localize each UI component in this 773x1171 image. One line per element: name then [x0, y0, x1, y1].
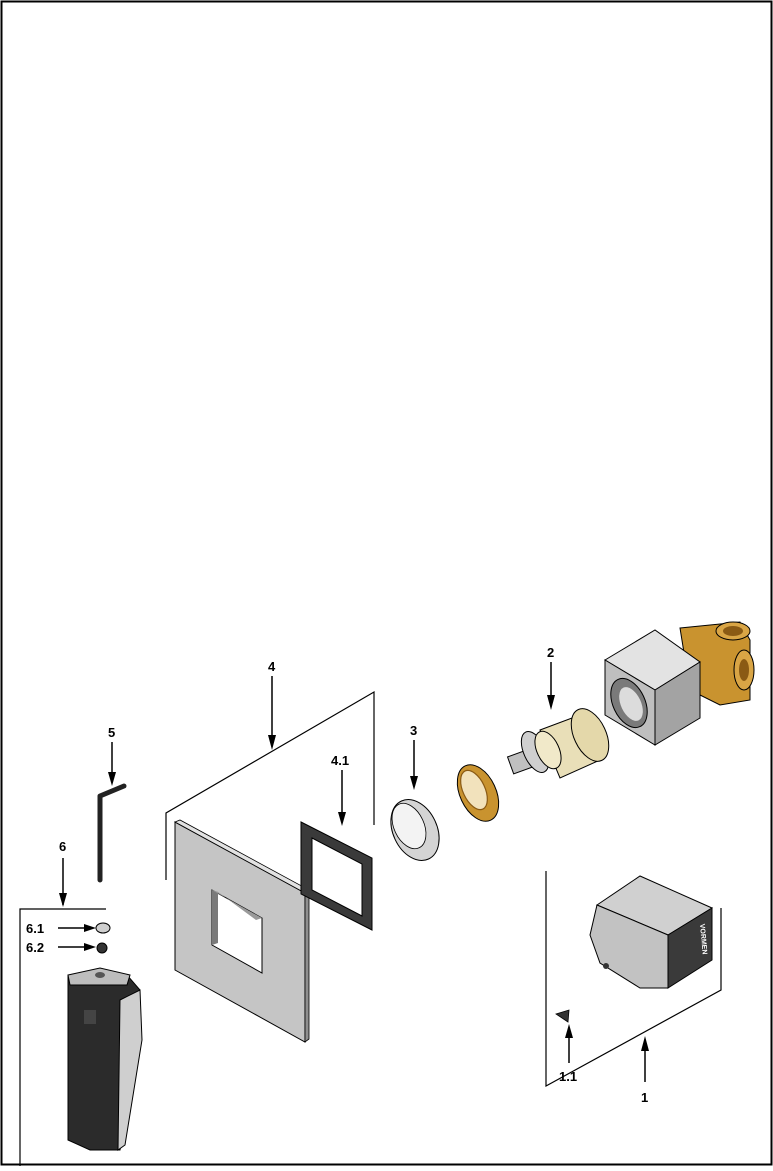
callout-4: 4: [268, 659, 276, 674]
part-6-2: [58, 942, 108, 954]
callout-1: 1: [641, 1090, 648, 1105]
part-6-1: [58, 922, 111, 934]
handle-lever: [67, 967, 143, 1151]
part-4-bracket: [165, 690, 375, 880]
callout-5: 5: [108, 725, 115, 740]
callout-1-1: 1.1: [559, 1069, 577, 1084]
callout-4-1: 4.1: [331, 753, 349, 768]
cap-part: [95, 922, 111, 934]
part-6-bracket: [19, 908, 106, 1166]
guard-brand-label: VORMEN: [698, 924, 708, 955]
callout-6-2: 6.2: [26, 940, 44, 955]
part-1-bracket: [545, 871, 722, 1088]
callout-6: 6: [59, 839, 66, 854]
part-1-guard-group: VORMEN: [545, 871, 722, 1088]
part-3-ring: [390, 740, 440, 861]
part-1-1-screw: [555, 1009, 573, 1063]
part-6-handle-group: [19, 858, 143, 1166]
part-6-arrowhead: [59, 893, 67, 907]
callout-6-1: 6.1: [26, 921, 44, 936]
cover-plate: [174, 819, 310, 1043]
part-5-hex-key: [97, 742, 127, 883]
callout-3: 3: [410, 723, 417, 738]
part-2-cartridge: [506, 662, 610, 779]
part-4-1-gasket: [300, 770, 373, 931]
valve-body: [604, 621, 755, 746]
plaster-guard: VORMEN: [589, 875, 714, 989]
grub-screw-part: [96, 942, 108, 954]
brass-nut: [456, 764, 500, 822]
part-4-cover-plate-group: [165, 676, 375, 1043]
callout-2: 2: [547, 645, 554, 660]
